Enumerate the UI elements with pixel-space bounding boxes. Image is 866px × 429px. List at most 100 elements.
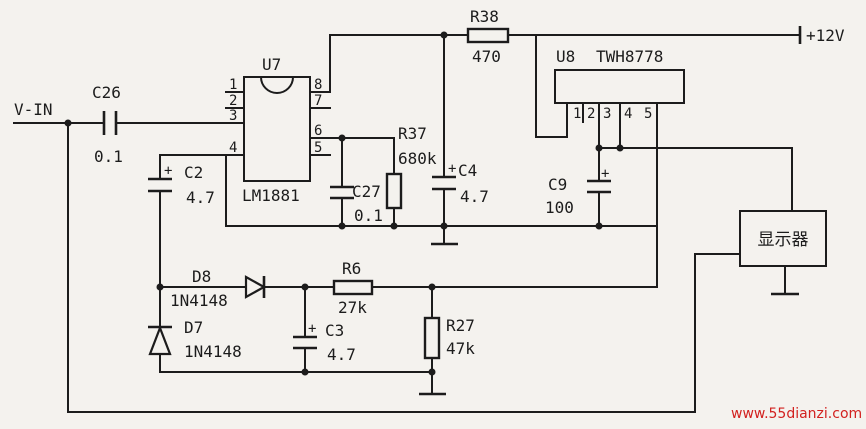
r37-body <box>385 172 403 210</box>
r6-ref: R6 <box>342 259 361 278</box>
junction-u8-pin4 <box>616 144 624 152</box>
c4-ref: C4 <box>458 161 477 180</box>
c2-value: 4.7 <box>186 188 215 207</box>
c3-ref: C3 <box>325 321 344 340</box>
u7-pin-8: 8 <box>314 77 322 93</box>
junction-r27-bottom <box>428 368 436 376</box>
u8-pin-3: 3 <box>603 106 611 122</box>
c26-value: 0.1 <box>94 147 123 166</box>
u8-pin-2: 2 <box>587 106 595 122</box>
junctions <box>64 31 624 376</box>
junction-vin <box>64 119 72 127</box>
c4-polarity: + <box>448 161 456 177</box>
c9-ref: C9 <box>548 175 567 194</box>
diode-d8: D8 1N4148 <box>170 267 267 310</box>
c3-value: 4.7 <box>327 345 356 364</box>
u8-pin-4: 4 <box>624 106 632 122</box>
r37-ref: R37 <box>398 124 427 143</box>
r38-ref: R38 <box>470 7 499 26</box>
d7-ref: D7 <box>184 318 203 337</box>
capacitor-c9: + C9 100 <box>545 166 611 217</box>
r27-value: 47k <box>446 339 475 358</box>
input-label: V-IN <box>14 100 53 119</box>
u8-ref: U8 <box>556 47 575 66</box>
c26-ref: C26 <box>92 83 121 102</box>
u7-pin-3: 3 <box>229 108 237 124</box>
wire-pin8-rail <box>329 34 469 93</box>
r6-body <box>332 279 374 296</box>
u7-pin-2: 2 <box>229 93 237 109</box>
c9-polarity: + <box>601 166 609 182</box>
wire-u8-pin1 <box>535 34 568 138</box>
u8-pin-1: 1 <box>573 106 581 122</box>
junction-c9-gnd <box>595 222 603 230</box>
u7-pin-5: 5 <box>314 140 322 156</box>
u7-ref: U7 <box>262 55 281 74</box>
junction-pin6 <box>338 134 346 142</box>
ground-symbols <box>419 242 799 396</box>
c9-value: 100 <box>545 198 574 217</box>
wires <box>13 34 801 413</box>
r38-body <box>466 27 510 44</box>
u8-body <box>554 69 685 104</box>
d8-part: 1N4148 <box>170 291 228 310</box>
display-label: 显示器 <box>758 230 809 250</box>
r27-body <box>423 316 441 360</box>
u7-part: LM1881 <box>242 186 300 205</box>
u7-pin-7: 7 <box>314 93 322 109</box>
resistor-r37: R37 680k <box>385 124 437 210</box>
r38-value: 470 <box>472 47 501 66</box>
resistor-r38: R38 470 <box>466 7 510 66</box>
resistor-r27: R27 47k <box>423 316 475 360</box>
display-box <box>739 210 827 267</box>
supply-label: +12V <box>806 26 845 45</box>
wire-ground-rail <box>225 154 658 227</box>
diode-d7: D7 1N4148 <box>148 318 242 361</box>
junction-c3-bottom <box>301 368 309 376</box>
d7-part: 1N4148 <box>184 342 242 361</box>
wire-pin6-r37 <box>341 137 395 175</box>
r27-ref: R27 <box>446 316 475 335</box>
u7-notch <box>260 76 294 94</box>
r6-value: 27k <box>338 298 367 317</box>
junction-u8-pin3 <box>595 144 603 152</box>
c3-polarity: + <box>308 321 316 337</box>
c2-polarity: + <box>164 163 172 179</box>
resistor-r6: R6 27k <box>332 259 374 317</box>
c27-value: 0.1 <box>354 206 383 225</box>
c27-ref: C27 <box>352 182 381 201</box>
r37-value: 680k <box>398 149 437 168</box>
capacitor-c2: + C2 4.7 <box>148 163 215 207</box>
wire-u8-display <box>598 147 793 212</box>
wire-u7-pin4-c2 <box>159 154 227 179</box>
junction-c27-gnd <box>338 222 346 230</box>
u7-pin-6: 6 <box>314 123 322 139</box>
ic-u8: U8 TWH8778 1 2 3 4 5 <box>554 47 685 122</box>
wire-vin-display <box>67 122 741 413</box>
d8-anode <box>244 275 267 299</box>
junction-c4-gnd <box>440 222 448 230</box>
junction-rail-c4 <box>440 31 448 39</box>
d8-ref: D8 <box>192 267 211 286</box>
junction-diodes <box>156 283 164 291</box>
u8-pin-5: 5 <box>644 106 652 122</box>
capacitor-c4: + C4 4.7 <box>432 161 489 206</box>
c2-ref: C2 <box>184 163 203 182</box>
junction-r27-top <box>428 283 436 291</box>
d7-anode <box>148 324 172 356</box>
watermark: www.55dianzi.com <box>731 406 862 422</box>
junction-r37-gnd <box>390 222 398 230</box>
u8-part: TWH8778 <box>596 47 663 66</box>
ic-u7: U7 LM1881 1 2 3 4 5 6 7 8 <box>229 55 322 205</box>
junction-c3-top <box>301 283 309 291</box>
display-unit: 显示器 <box>739 210 827 267</box>
capacitor-c26: C26 0.1 <box>92 83 123 166</box>
c4-value: 4.7 <box>460 187 489 206</box>
capacitor-c3: + C3 4.7 <box>293 321 356 364</box>
u7-body <box>243 76 311 182</box>
capacitor-c27: C27 0.1 <box>330 182 383 225</box>
u7-pin-4: 4 <box>229 140 237 156</box>
u7-pin-1: 1 <box>229 77 237 93</box>
